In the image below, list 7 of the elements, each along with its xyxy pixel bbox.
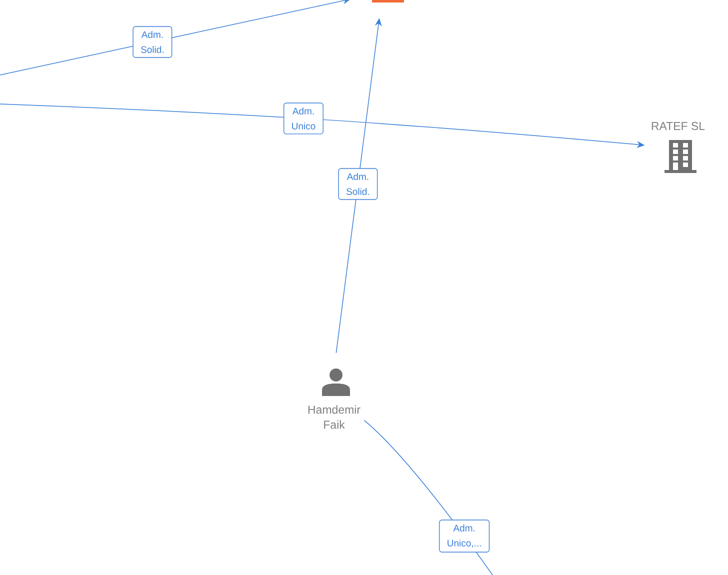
edge-label: Adm. Unico,... [439, 520, 490, 552]
company-name: RATEF SL [652, 122, 705, 130]
edge-label: Adm. Unico [283, 102, 324, 134]
bar [372, 0, 404, 2]
edge-label: Adm. Solid. [132, 26, 172, 58]
edge-label: Adm. Solid. [338, 168, 378, 200]
person-name: Hamdemir Faik [308, 405, 360, 429]
